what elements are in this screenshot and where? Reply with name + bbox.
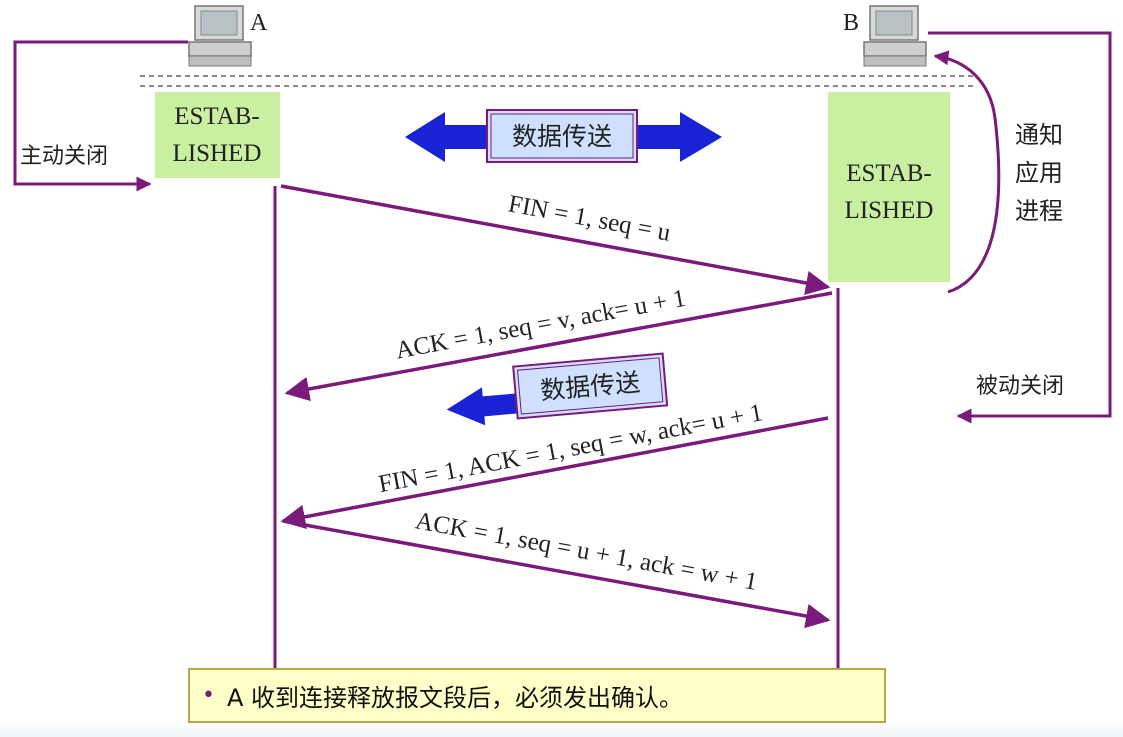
passive-close-arrow xyxy=(928,31,1112,424)
note-box: • A 收到连接释放报文段后，必须发出确认。 xyxy=(188,668,886,723)
left-arrow-icon xyxy=(446,387,523,426)
computer-icon-a xyxy=(188,5,252,67)
data-transfer-group-middle: 数据传送 xyxy=(446,352,669,426)
notify-app-arrow xyxy=(933,50,1001,294)
active-close-arrow xyxy=(13,40,188,192)
message-label-fin: FIN = 1, seq = u xyxy=(506,191,673,247)
message-arrow-ack xyxy=(284,291,833,402)
notify-label-line1: 通知 xyxy=(1015,121,1063,149)
state-a-line2: LISHED xyxy=(173,140,262,167)
data-transfer-box-top xyxy=(486,109,638,163)
host-a-label: A xyxy=(250,10,268,36)
state-box-b xyxy=(828,92,950,282)
state-box-a xyxy=(155,92,280,178)
note-bullet: • xyxy=(202,683,215,708)
state-b-line1: ESTAB- xyxy=(846,160,932,187)
data-transfer-label-top: 数据传送 xyxy=(512,122,612,151)
host-b-label: B xyxy=(843,10,859,36)
state-b-line2: LISHED xyxy=(845,197,934,224)
note-text: A 收到连接释放报文段后，必须发出确认。 xyxy=(226,684,684,712)
state-a-line1: ESTAB- xyxy=(174,103,260,130)
message-arrow-final-ack xyxy=(282,519,831,629)
computer-icon-b xyxy=(863,5,927,67)
message-label-ack: ACK = 1, seq = v, ack= u + 1 xyxy=(393,285,687,365)
notify-label-line3: 进程 xyxy=(1015,197,1063,225)
bottom-strip xyxy=(0,724,1123,737)
data-transfer-box-top-inner xyxy=(490,113,634,159)
notify-label-line2: 应用 xyxy=(1015,159,1063,187)
message-arrow-fin xyxy=(280,184,831,296)
data-transfer-box-middle-inner xyxy=(516,357,664,415)
active-close-label: 主动关闭 xyxy=(20,144,108,169)
data-transfer-box-middle xyxy=(512,352,669,420)
message-label-final-ack: ACK = 1, seq = u + 1, ack = w + 1 xyxy=(413,507,759,596)
passive-close-label: 被动关闭 xyxy=(976,374,1064,399)
message-arrow-fin-ack xyxy=(280,416,829,529)
